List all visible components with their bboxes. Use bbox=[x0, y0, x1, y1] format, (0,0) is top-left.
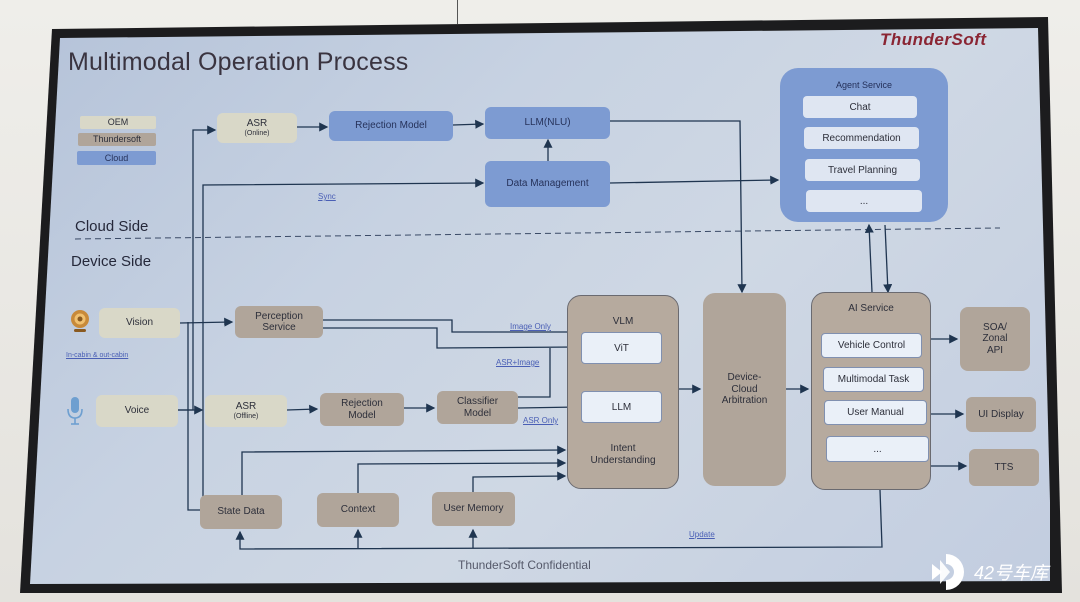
edge-vision-to-sync bbox=[187, 322, 200, 511]
edge-perception-image-only bbox=[323, 319, 580, 337]
data-management-node: Data Management bbox=[485, 161, 610, 207]
asr-only-label: ASR Only bbox=[523, 416, 559, 425]
rejection-model-cloud-node: Rejection Model bbox=[329, 111, 453, 141]
watermark: 42号车库 bbox=[930, 552, 1048, 592]
intent-line-2: Understanding bbox=[590, 455, 656, 466]
classifier-line-2: Model bbox=[463, 407, 492, 419]
edge-data-management-to-agent bbox=[609, 175, 780, 185]
agent-item-more: ... bbox=[806, 190, 922, 212]
edge-llm-nlu-to-arbitration bbox=[610, 120, 747, 294]
soa-line-1: SOA/ bbox=[983, 321, 1007, 333]
watermark-logo-icon bbox=[932, 554, 964, 590]
vit-node: ViT bbox=[581, 332, 662, 364]
camera-icon bbox=[70, 309, 90, 332]
microphone-icon bbox=[67, 396, 83, 426]
asr-offline-label: ASR bbox=[235, 401, 257, 413]
agent-item-chat: Chat bbox=[803, 96, 917, 118]
state-data-node: State Data bbox=[200, 495, 282, 529]
asr-online-node: ASR (Online) bbox=[217, 113, 297, 143]
legend-thundersoft: Thundersoft bbox=[78, 133, 156, 146]
ai-item-user-manual: User Manual bbox=[824, 400, 927, 425]
soa-zonal-api-node: SOA/ Zonal API bbox=[960, 307, 1030, 371]
update-label: Update bbox=[689, 530, 715, 539]
legend-oem: OEM bbox=[80, 116, 156, 129]
asr-online-sub: (Online) bbox=[244, 129, 270, 137]
edge-classifier-asr-image bbox=[518, 348, 551, 398]
edge-perception-asr-image bbox=[323, 327, 580, 352]
rejection-line-1: Rejection bbox=[341, 398, 383, 409]
llm-nlu-node: LLM(NLU) bbox=[485, 107, 610, 139]
edge-state-to-data-management bbox=[202, 178, 485, 505]
edge-asr-offline-to-rejection bbox=[286, 404, 319, 414]
arbitration-line-2: Cloud bbox=[731, 383, 758, 395]
watermark-text: 42号车库 bbox=[974, 563, 1049, 583]
user-memory-node: User Memory bbox=[432, 492, 515, 526]
rejection-model-device-node: Rejection Model bbox=[320, 393, 404, 426]
classifier-line-1: Classifier bbox=[456, 396, 499, 407]
ai-item-vehicle-control: Vehicle Control bbox=[821, 333, 922, 358]
perception-line-1: Perception bbox=[255, 310, 303, 322]
intent-line-1: Intent bbox=[610, 443, 636, 454]
device-side-label: Device Side bbox=[71, 253, 152, 270]
edge-memory-to-vlm bbox=[472, 471, 567, 492]
edge-voice-to-asr-online bbox=[178, 125, 217, 411]
arbitration-line-3: Arbitration bbox=[721, 395, 768, 407]
vlm-container: VLM ViT LLM Intent Understanding bbox=[567, 295, 679, 489]
edge-context-to-vlm bbox=[357, 458, 567, 495]
cloud-side-label: Cloud Side bbox=[75, 218, 149, 235]
soa-line-3: API bbox=[986, 344, 1004, 356]
classifier-model-node: Classifier Model bbox=[437, 391, 518, 424]
vlm-title: VLM bbox=[612, 316, 634, 327]
arbitration-line-1: Device- bbox=[727, 372, 762, 384]
agent-item-travel-planning: Travel Planning bbox=[805, 159, 920, 181]
confidential-footer: ThunderSoft Confidential bbox=[458, 558, 591, 572]
ai-item-more: ... bbox=[826, 436, 929, 462]
image-only-label: Image Only bbox=[510, 322, 551, 331]
device-cloud-arbitration-node: Device- Cloud Arbitration bbox=[703, 293, 786, 486]
edge-rejection-to-llm-nlu bbox=[452, 119, 485, 129]
perception-service-node: Perception Service bbox=[235, 306, 323, 338]
agent-service-title: Agent Service bbox=[835, 80, 893, 90]
thundersoft-logo: ThunderSoft bbox=[880, 30, 987, 49]
asr-offline-sub: (Offline) bbox=[233, 412, 259, 420]
tts-node: TTS bbox=[969, 449, 1039, 486]
vision-input-node: Vision bbox=[99, 308, 180, 338]
intent-understanding-label: Intent Understanding bbox=[568, 443, 678, 467]
edge-ai-to-agent bbox=[864, 223, 874, 293]
agent-item-recommendation: Recommendation bbox=[804, 127, 919, 149]
ui-display-node: UI Display bbox=[966, 397, 1036, 432]
context-node: Context bbox=[317, 493, 399, 527]
vlm-llm-node: LLM bbox=[581, 391, 662, 423]
soa-line-2: Zonal bbox=[982, 333, 1008, 345]
slide-title: Multimodal Operation Process bbox=[68, 48, 409, 76]
edge-ai-update-loop bbox=[235, 489, 883, 550]
cloud-device-divider bbox=[74, 227, 1001, 240]
legend-cloud: Cloud bbox=[77, 151, 156, 165]
ai-service-container: AI Service Vehicle Control Multimodal Ta… bbox=[811, 292, 931, 490]
agent-service-container: Agent Service Chat Recommendation Travel… bbox=[780, 68, 948, 222]
ai-item-multimodal-task: Multimodal Task bbox=[823, 367, 924, 392]
vision-note: In-cabin & out-cabin bbox=[66, 352, 129, 359]
asr-image-label: ASR+Image bbox=[496, 358, 540, 367]
edge-state-to-vlm bbox=[241, 445, 567, 495]
mount-cable bbox=[457, 0, 458, 24]
edge-agent-to-ai bbox=[883, 224, 893, 294]
sync-label: Sync bbox=[318, 192, 336, 201]
voice-input-node: Voice bbox=[96, 395, 178, 427]
rejection-line-2: Model bbox=[348, 409, 376, 421]
asr-offline-node: ASR (Offline) bbox=[205, 395, 287, 427]
asr-online-label: ASR bbox=[246, 118, 268, 130]
edge-vision-to-perception bbox=[179, 317, 234, 327]
perception-line-2: Service bbox=[262, 322, 296, 333]
ai-service-title: AI Service bbox=[848, 303, 894, 314]
